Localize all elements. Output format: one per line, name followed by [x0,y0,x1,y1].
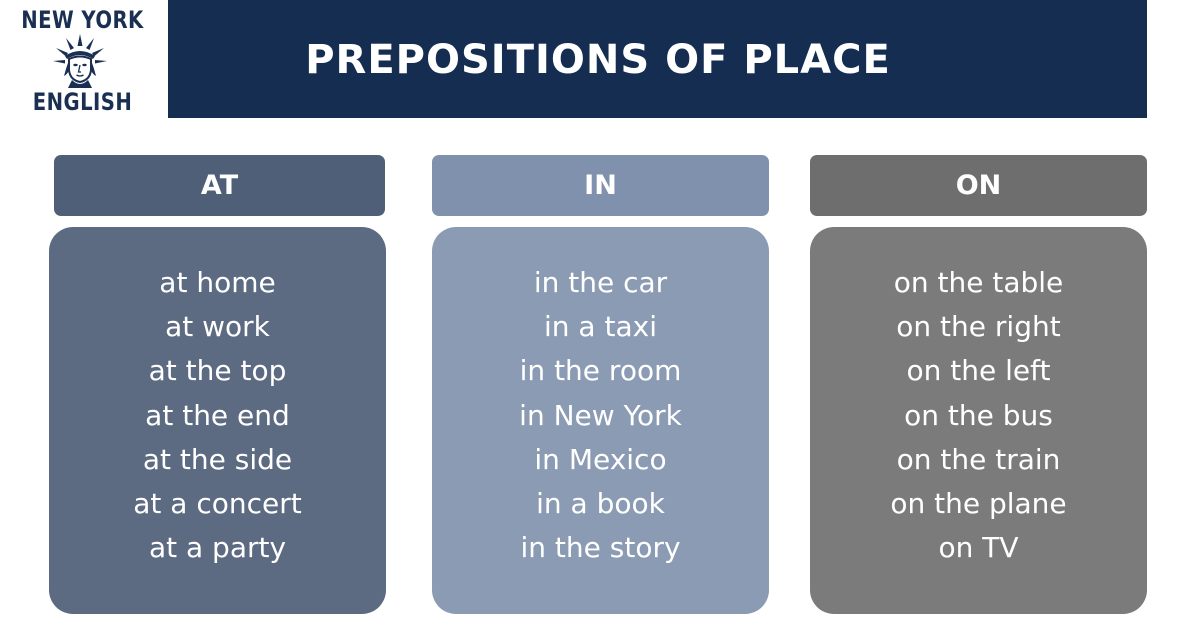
examples-list-at: at home at work at the top at the end at… [49,261,386,570]
list-item: at the side [142,442,293,476]
brand-logo: NEW YORK ENGLI [0,0,165,120]
list-item: on TV [938,531,1019,565]
logo-text-top: NEW YORK [21,6,144,34]
list-item: in the car [533,266,668,299]
list-item: in New York [519,398,682,432]
list-item: at a party [148,531,287,565]
list-item: in a taxi [544,310,657,344]
examples-list-in: in the car in a taxi in the room in New … [432,261,769,570]
list-item: on the plane [890,487,1067,521]
column-box-in: in the car in a taxi in the room in New … [432,227,769,614]
list-item: in Mexico [534,442,667,476]
column-header-at: AT [54,155,385,216]
column-box-on: on the table on the right on the left on… [810,227,1147,614]
list-item: at the end [145,398,290,432]
list-item: at work [165,310,270,344]
column-box-at: at home at work at the top at the end at… [49,227,386,614]
list-item: at the top [148,354,287,388]
list-item: in the room [519,354,682,388]
logo-text-bottom: ENGLISH [32,88,133,116]
header-banner: PREPOSITIONS OF PLACE [168,0,1147,118]
list-item: at home [159,266,276,299]
list-item: in the story [520,531,681,565]
list-item: on the right [896,310,1061,344]
list-item: at a concert [133,487,302,521]
statue-of-liberty-icon [53,34,107,88]
column-header-in: IN [432,155,769,216]
list-item: in a book [536,487,665,521]
column-header-on: ON [810,155,1147,216]
list-item: on the table [893,266,1064,299]
list-item: on the left [906,354,1051,388]
list-item: on the train [896,442,1061,476]
examples-list-on: on the table on the right on the left on… [810,261,1147,570]
page-title: PREPOSITIONS OF PLACE [305,37,891,83]
list-item: on the bus [904,398,1053,432]
